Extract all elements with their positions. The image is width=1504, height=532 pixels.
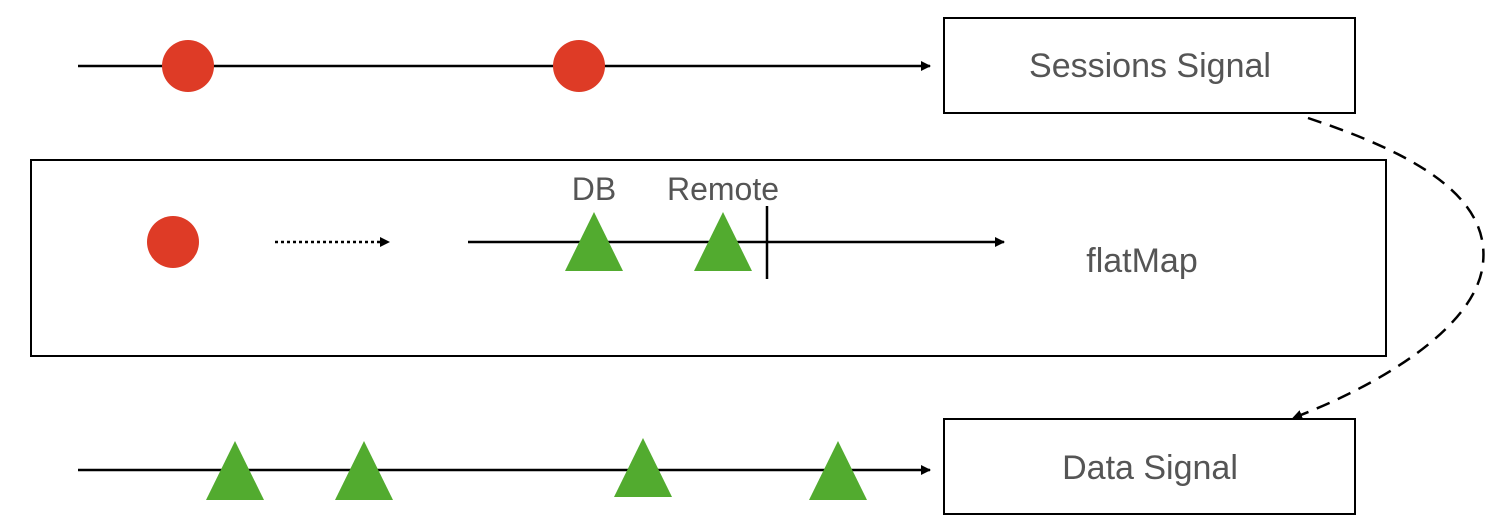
sessions-timeline xyxy=(78,40,931,92)
flatmap-input-event xyxy=(147,216,199,268)
data-event-2 xyxy=(335,441,393,500)
remote-label: Remote xyxy=(667,171,779,207)
sessions-signal-box: Sessions Signal xyxy=(943,17,1356,114)
session-event-2 xyxy=(553,40,605,92)
dashed-connector-arrow xyxy=(1292,116,1485,420)
data-signal-label: Data Signal xyxy=(1062,449,1238,487)
data-event-4 xyxy=(809,441,867,500)
remote-event-triangle xyxy=(694,212,752,271)
data-signal-box: Data Signal xyxy=(943,418,1356,515)
data-event-3 xyxy=(614,438,672,497)
data-timeline xyxy=(78,438,931,500)
sessions-signal-label: Sessions Signal xyxy=(1029,47,1271,85)
db-label: DB xyxy=(572,171,616,207)
flatmap-box: DB Remote flatMap xyxy=(30,159,1387,357)
db-event-triangle xyxy=(565,212,623,271)
session-event-1 xyxy=(162,40,214,92)
data-event-1 xyxy=(206,441,264,500)
flatmap-label: flatMap xyxy=(1086,242,1198,280)
